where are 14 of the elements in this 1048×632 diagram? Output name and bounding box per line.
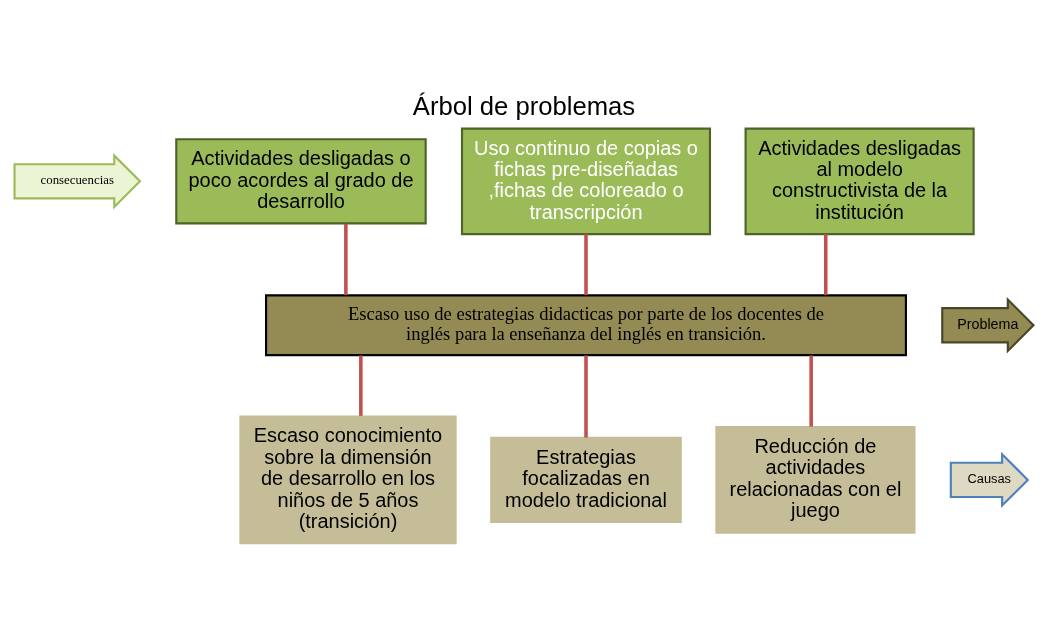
node-box: Actividades desligadas al modelo constructivista de la institución <box>744 127 975 236</box>
diagram-title: Árbol de problemas <box>412 91 636 120</box>
connector <box>344 223 348 295</box>
node-box: Estrategias focalizadas en modelo tradicional <box>490 436 682 523</box>
node-box: Actividades desligadas o poco acordes al grado de desarrollo <box>175 138 427 225</box>
connector <box>584 234 588 296</box>
node-box: Reducción de actividades relacionadas con el juego <box>715 426 916 534</box>
node-box: Escaso uso de estrategias didacticas por parte de los docentes de inglés para la enseñanza del inglés en transición. <box>265 294 907 357</box>
connector <box>809 355 813 427</box>
node-box: Uso continuo de copias o fichas pre-diseñadas ,fichas de coloreado o transcripción <box>460 127 712 236</box>
connector <box>359 355 363 416</box>
node-box: Escaso conocimiento sobre la dimensión de desarrollo en los niños de 5 años (transición) <box>239 415 457 545</box>
connector <box>584 355 588 438</box>
connector <box>824 234 828 296</box>
